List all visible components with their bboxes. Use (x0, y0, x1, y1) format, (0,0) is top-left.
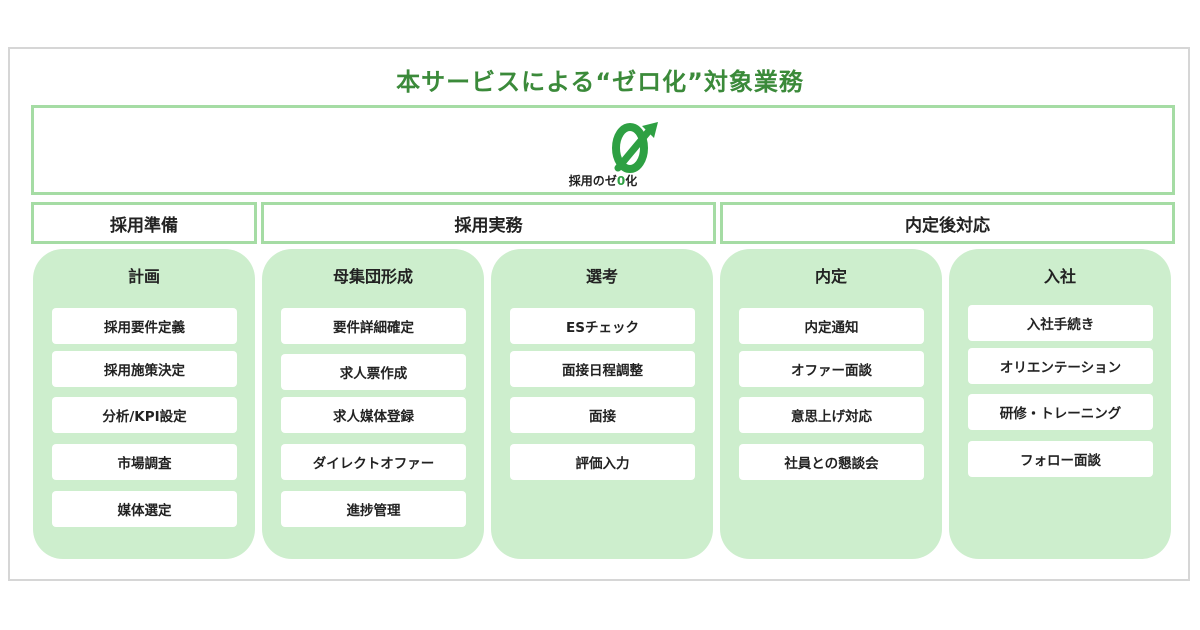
task-item: 媒体選定 (52, 491, 237, 527)
task-item: 内定通知 (739, 308, 924, 344)
task-item: 求人票作成 (281, 354, 466, 390)
diagram-title: 本サービスによる“ゼロ化”対象業務 (396, 68, 804, 96)
task-item: ESチェック (510, 308, 695, 344)
task-item: 進捗管理 (281, 491, 466, 527)
phase-header-operations: 採用実務 (261, 202, 716, 244)
task-item: オファー面談 (739, 351, 924, 387)
phase-header-post-offer: 内定後対応 (720, 202, 1175, 244)
column-title: 計画 (127, 267, 160, 286)
task-item: 評価入力 (510, 444, 695, 480)
logo-text-prefix: 採用の (568, 174, 605, 188)
column-title: 内定 (814, 267, 847, 286)
task-item: フォロー面談 (968, 441, 1153, 477)
column-sourcing: 母集団形成 要件詳細確定 求人票作成 求人媒体登録 ダイレクトオファー 進捗管理 (262, 249, 484, 559)
task-item: 採用施策決定 (52, 351, 237, 387)
task-item: 社員との懇談会 (739, 444, 924, 480)
task-item: 求人媒体登録 (281, 397, 466, 433)
task-item: 要件詳細確定 (281, 308, 466, 344)
diagram-frame (8, 47, 1190, 581)
column-title: 選考 (585, 267, 618, 286)
logo-text-zero: 0 (616, 174, 626, 188)
logo-text: 採用のゼ0化 (34, 172, 1172, 189)
task-item: 研修・トレーニング (968, 394, 1153, 430)
task-item: 入社手続き (968, 305, 1153, 341)
column-selection: 選考 ESチェック 面接日程調整 面接 評価入力 (491, 249, 713, 559)
task-item: ダイレクトオファー (281, 444, 466, 480)
logo-banner: 採用のゼ0化 (31, 105, 1175, 195)
task-item: 分析/KPI設定 (52, 397, 237, 433)
zero-logo-icon (612, 122, 658, 173)
column-planning: 計画 採用要件定義 採用施策決定 分析/KPI設定 市場調査 媒体選定 (33, 249, 255, 559)
logo-text-ze: ゼ (604, 174, 617, 188)
phase-header-preparation: 採用準備 (31, 202, 257, 244)
task-item: 採用要件定義 (52, 308, 237, 344)
task-item: 面接日程調整 (510, 351, 695, 387)
column-onboarding: 入社 入社手続き オリエンテーション 研修・トレーニング フォロー面談 (949, 249, 1171, 559)
task-item: オリエンテーション (968, 348, 1153, 384)
task-item: 面接 (510, 397, 695, 433)
task-item: 意思上げ対応 (739, 397, 924, 433)
column-offer: 内定 内定通知 オファー面談 意思上げ対応 社員との懇談会 (720, 249, 942, 559)
column-title: 入社 (1043, 267, 1076, 286)
logo-text-suffix: 化 (625, 174, 638, 188)
column-title: 母集団形成 (332, 267, 413, 286)
task-item: 市場調査 (52, 444, 237, 480)
